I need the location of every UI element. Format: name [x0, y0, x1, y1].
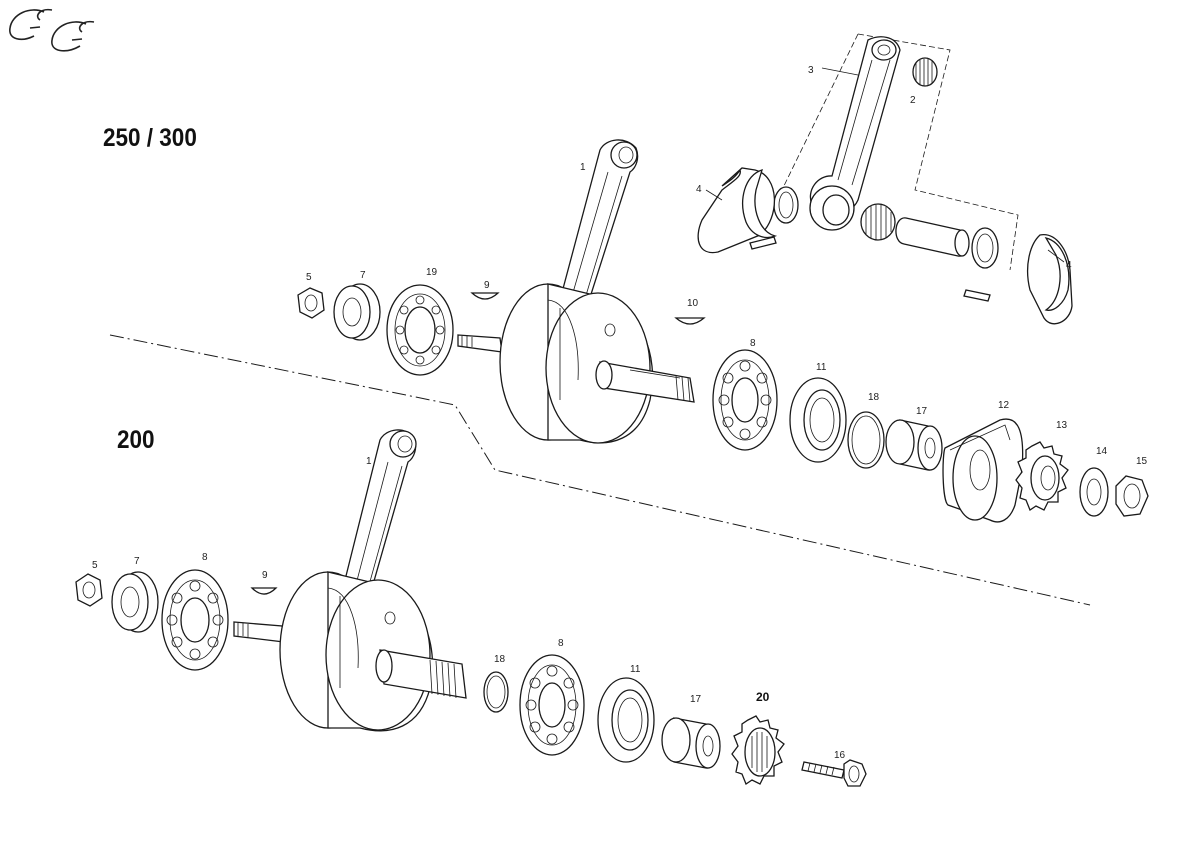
label-upper-13: 13 — [1056, 420, 1068, 431]
label-lower-9: 9 — [262, 570, 268, 581]
main-bearing-right — [712, 349, 778, 451]
oil-seal — [789, 377, 847, 463]
conrod-kit-inset — [697, 33, 1073, 325]
spacer-ring — [333, 283, 381, 341]
label-upper-7: 7 — [360, 270, 366, 281]
inset-connecting-rod — [809, 36, 901, 231]
spacer-sleeve — [661, 717, 721, 769]
woodruff-key-9 — [250, 587, 278, 595]
label-upper-4b: 4 — [1066, 260, 1072, 271]
crankshaft-nut — [1115, 475, 1149, 517]
washer — [1079, 467, 1109, 517]
heading-200: 200 — [117, 426, 155, 454]
primary-gear-upper — [1015, 441, 1069, 511]
lower-crankshaft-assembly — [75, 429, 867, 787]
label-lower-7: 7 — [134, 556, 140, 567]
lower-crankshaft — [233, 429, 467, 732]
label-lower-5: 5 — [92, 560, 98, 571]
label-upper-1: 1 — [580, 162, 586, 173]
bolt — [801, 759, 867, 787]
label-upper-12: 12 — [998, 400, 1010, 411]
main-bearing-right — [519, 654, 585, 756]
main-bearing — [161, 569, 229, 671]
label-upper-3: 3 — [808, 65, 814, 76]
label-upper-17: 17 — [916, 406, 928, 417]
label-lower-11: 11 — [630, 664, 641, 675]
inset-washer-right — [971, 227, 999, 269]
spacer-sleeve — [885, 419, 943, 471]
label-upper-18: 18 — [868, 392, 880, 403]
o-ring — [483, 671, 509, 713]
label-upper-5: 5 — [306, 272, 312, 283]
label-upper-9: 9 — [484, 280, 490, 291]
upper-crankshaft — [457, 139, 695, 444]
label-lower-16: 16 — [834, 750, 846, 761]
primary-gear-lower — [731, 715, 785, 785]
label-lower-8a: 8 — [202, 552, 208, 563]
label-upper-15: 15 — [1136, 456, 1148, 467]
inset-big-needle-bearing — [860, 203, 896, 241]
inset-small-needle-bearing — [912, 57, 938, 87]
nut — [75, 573, 103, 607]
label-upper-19: 19 — [426, 267, 438, 278]
spacer-ring — [111, 571, 159, 633]
label-lower-17: 17 — [690, 694, 702, 705]
label-upper-8: 8 — [750, 338, 756, 349]
upper-crankshaft-assembly — [297, 139, 1149, 523]
nut — [297, 287, 325, 319]
label-lower-18: 18 — [494, 654, 506, 665]
label-upper-4a: 4 — [696, 184, 702, 195]
label-upper-2: 2 — [910, 95, 916, 106]
o-ring — [847, 411, 885, 469]
heading-250-300: 250 / 300 — [103, 124, 197, 152]
balancer-drive — [942, 418, 1024, 523]
oil-seal — [597, 677, 655, 763]
main-bearing — [386, 284, 454, 376]
label-upper-14: 14 — [1096, 446, 1108, 457]
woodruff-key-9 — [470, 292, 500, 300]
leader-lines — [705, 67, 1065, 263]
label-upper-11: 11 — [816, 362, 827, 373]
label-lower-8b: 8 — [558, 638, 564, 649]
label-upper-10: 10 — [687, 298, 699, 309]
brand-logo — [9, 8, 95, 52]
label-lower-20: 20 — [756, 690, 770, 704]
woodruff-key-10 — [674, 317, 706, 325]
label-lower-1: 1 — [366, 456, 372, 467]
separator-line — [109, 334, 1091, 606]
